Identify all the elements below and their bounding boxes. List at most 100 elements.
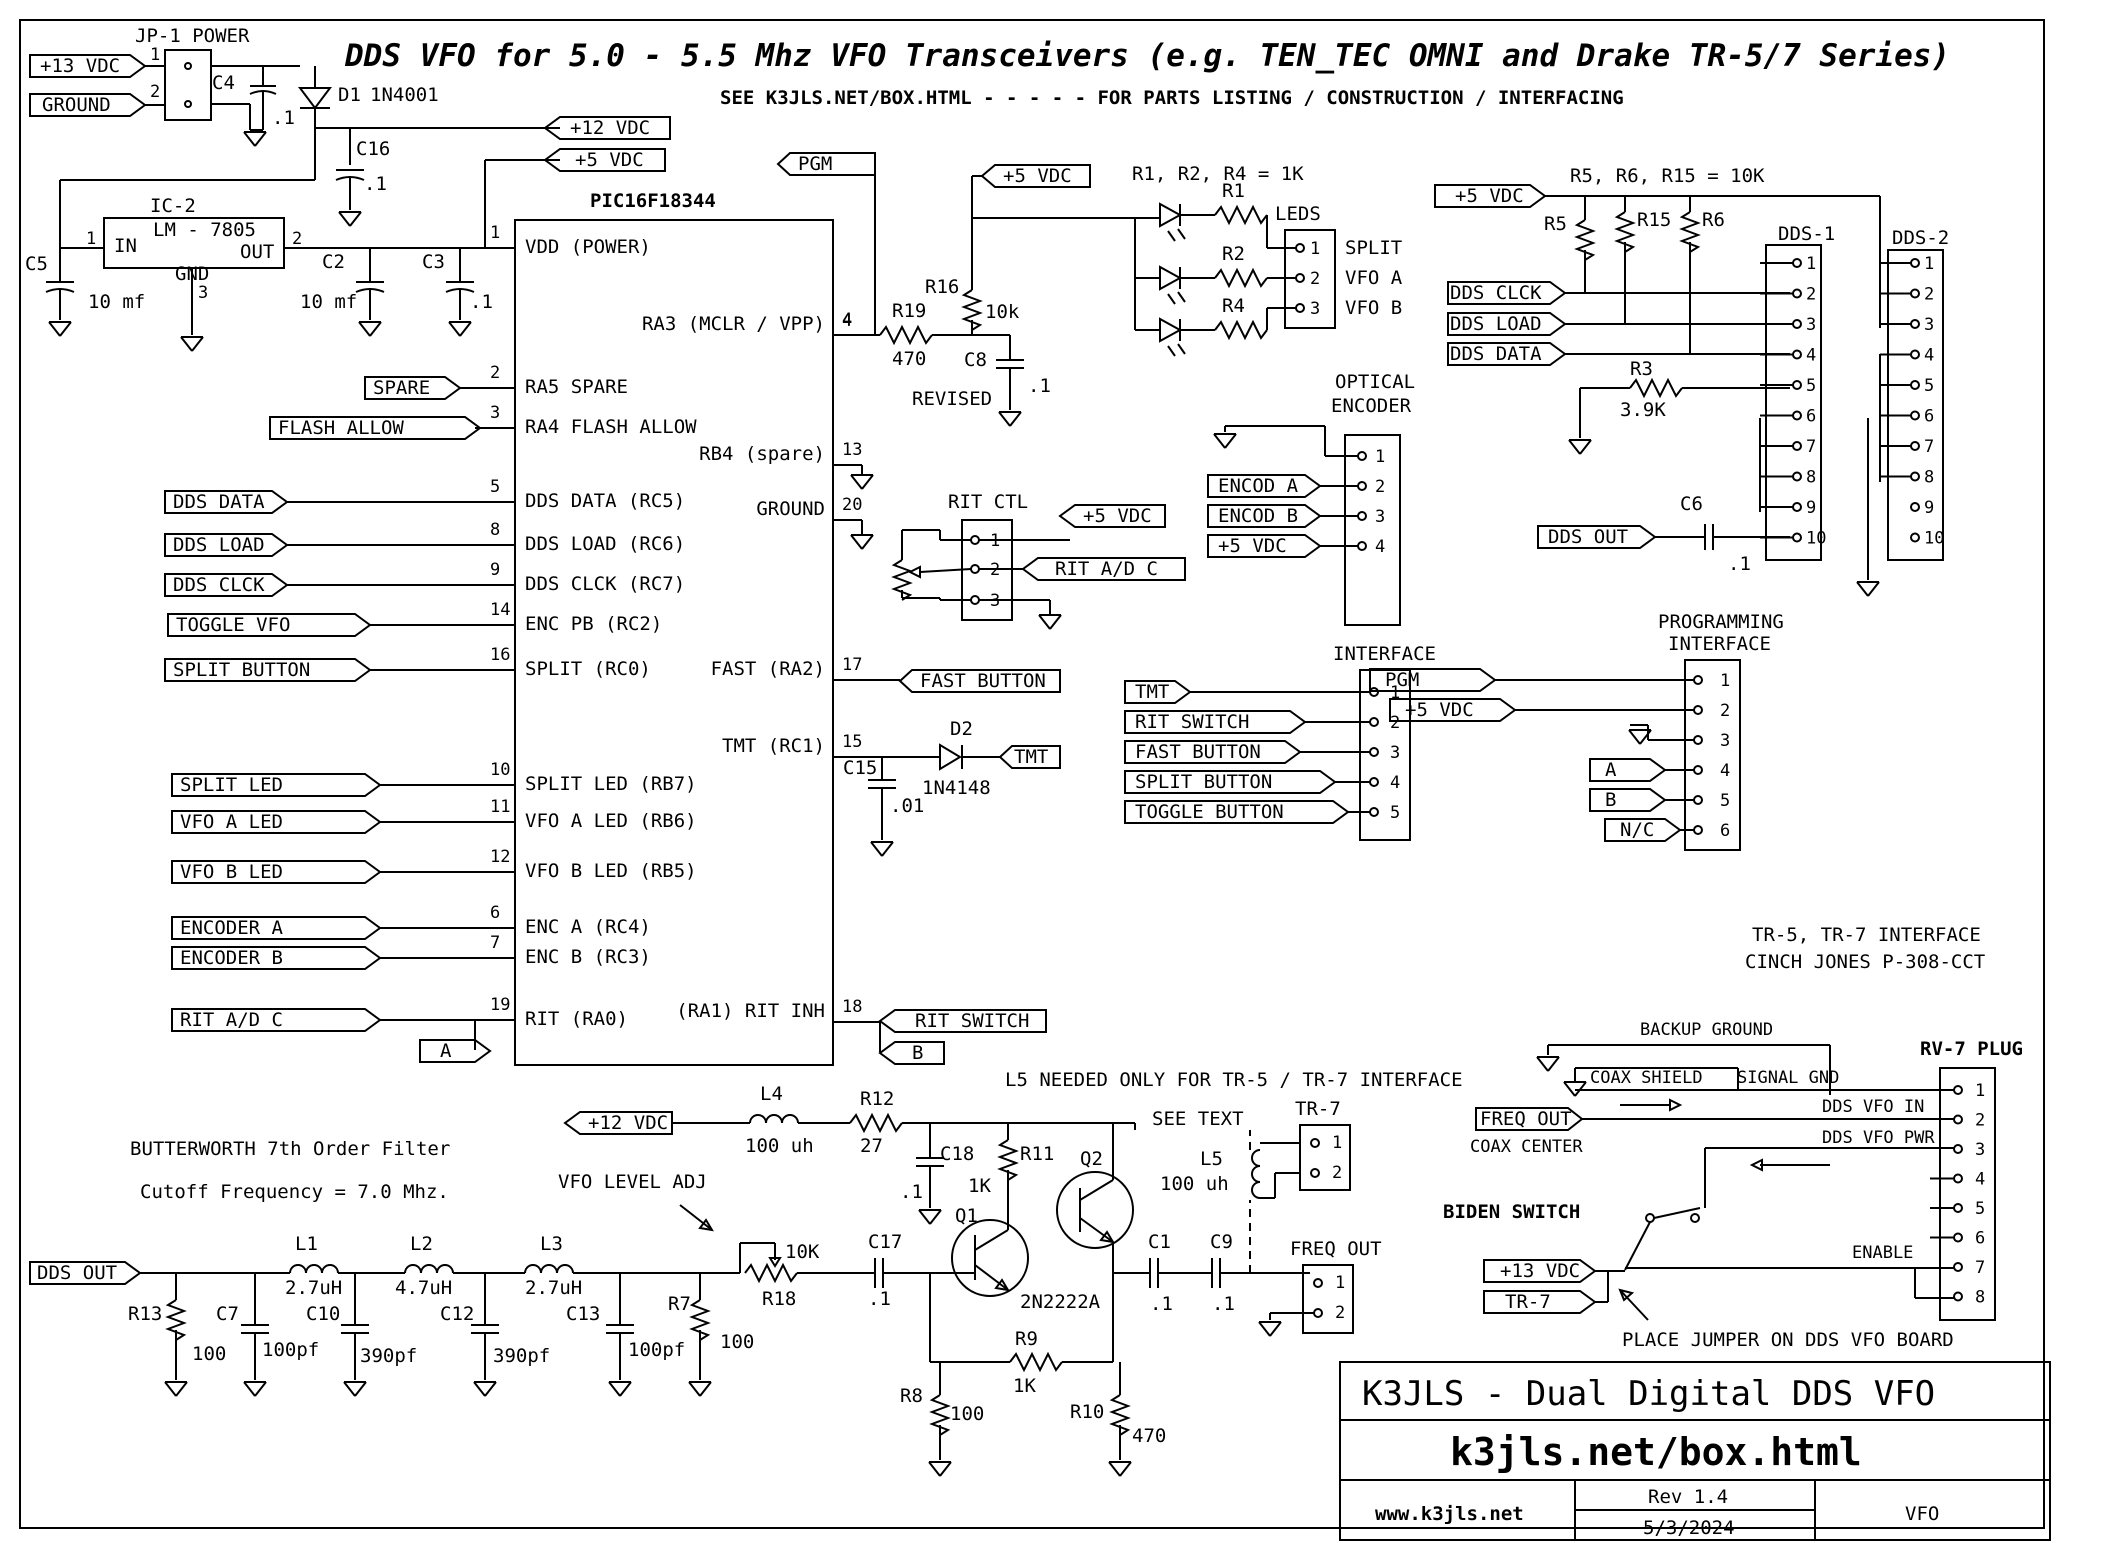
pin-number: 4	[1390, 773, 1400, 793]
pic-pin-label: (RA1) RIT INH	[676, 1000, 825, 1022]
pic-pin-number: 9	[490, 560, 500, 580]
label: DDS CLCK	[1450, 282, 1542, 304]
label: 100 uh	[1160, 1173, 1229, 1195]
signal-flag	[171, 1008, 382, 1032]
label: C18	[940, 1143, 974, 1165]
label: 4	[842, 311, 852, 331]
label: L5	[1200, 1148, 1223, 1170]
signal-flag-label: SPLIT LED	[180, 774, 283, 796]
label: DDS LOAD	[1450, 313, 1542, 335]
label: 1N4148	[922, 777, 991, 799]
label: R13	[128, 1303, 162, 1325]
pin-number: 2	[1720, 701, 1730, 721]
label: 27	[860, 1135, 883, 1157]
amplifier-section: VFO LEVEL ADJ 10K R18 C17 .1 +12 VDC L4 …	[558, 1069, 1463, 1477]
label: FREQ OUT	[1290, 1238, 1382, 1260]
label: R16	[925, 276, 959, 298]
label: R15	[1637, 209, 1671, 231]
pin-number: 3	[1310, 299, 1320, 319]
label: RIT A/D C	[1055, 558, 1158, 580]
pic-pin-label: TMT (RC1)	[722, 735, 825, 757]
signal-flag-label: RIT A/D C	[180, 1009, 283, 1031]
pic-pin-label: SPLIT (RC0)	[525, 658, 651, 680]
pin-number: 1	[1375, 447, 1385, 467]
pin-number: 5	[1975, 1199, 1985, 1219]
label: C4	[212, 72, 235, 94]
label: R9	[1015, 1328, 1038, 1350]
label: .1	[900, 1181, 923, 1203]
label: SEE TEXT	[1152, 1108, 1244, 1130]
label: 470	[1132, 1425, 1166, 1447]
label: INTERFACE	[1668, 633, 1771, 655]
pic-pin-number: 11	[490, 797, 510, 817]
pin-number: 7	[1806, 437, 1816, 457]
label: 470	[892, 348, 926, 370]
signal-flag-label: VFO A LED	[180, 811, 283, 833]
label: 390pf	[493, 1345, 550, 1367]
pic-pin-number: 14	[490, 600, 510, 620]
label: CINCH JONES P-308-CCT	[1745, 951, 1985, 973]
pic-pin-label: RA4 FLASH ALLOW	[525, 416, 697, 438]
signal-flag	[364, 376, 462, 400]
label: 390pf	[360, 1345, 417, 1367]
filter-section: BUTTERWORTH 7th Order Filter Cutoff Freq…	[29, 1138, 754, 1397]
label: Q1	[955, 1205, 978, 1227]
label: 3.9K	[1620, 399, 1666, 421]
signal-flag-label: SPARE	[373, 377, 430, 399]
label: 10 mf	[300, 291, 357, 313]
block-rev: Rev 1.4	[1648, 1486, 1728, 1508]
pic-pin-label: FAST (RA2)	[711, 658, 825, 680]
signal-flag-label: DDS LOAD	[173, 534, 265, 556]
label: 10K	[785, 1241, 820, 1263]
signal-flag-label: ENCOD A	[1218, 475, 1299, 497]
pin-number: 2	[1375, 477, 1385, 497]
label: 100pf	[628, 1339, 685, 1361]
signal-flag	[269, 416, 482, 440]
label: .1	[868, 1288, 891, 1310]
label: +13 VDC	[40, 55, 120, 77]
label: OPTICAL	[1335, 371, 1415, 393]
pic-pin-number: 4	[842, 310, 852, 330]
pin-number: 4	[1720, 761, 1730, 781]
pin-number: 2	[1924, 285, 1934, 305]
label: L5 NEEDED ONLY FOR TR-5 / TR-7 INTERFACE	[1005, 1069, 1463, 1091]
signal-flag-label: ENCODER B	[180, 947, 283, 969]
signal-flag-label: TOGGLE BUTTON	[1135, 801, 1284, 823]
label: R11	[1020, 1143, 1054, 1165]
label: 10 mf	[88, 291, 145, 313]
label: R6	[1702, 209, 1725, 231]
signal-flag-label: A	[440, 1040, 452, 1062]
pin-number: 1	[1310, 239, 1320, 259]
label: ENCODER	[1331, 395, 1412, 417]
pic-pin-number: 15	[842, 732, 862, 752]
diagram-title: DDS VFO for 5.0 - 5.5 Mhz VFO Transceive…	[344, 38, 1950, 74]
pic-pin-number: 2	[490, 363, 500, 383]
signal-flag	[164, 533, 289, 557]
signal-flag-label: PGM	[1385, 669, 1419, 691]
diagram-subtitle: SEE K3JLS.NET/BOX.HTML - - - - - FOR PAR…	[720, 87, 1624, 109]
label: R12	[860, 1088, 894, 1110]
signal-flag-label: A	[1605, 759, 1617, 781]
signal-flag	[164, 658, 372, 682]
pic-pin-number: 19	[490, 995, 510, 1015]
pin-number: 8	[1806, 468, 1816, 488]
label: RIT SWITCH	[915, 1010, 1029, 1032]
pin-number: 7	[1924, 437, 1934, 457]
label: TMT	[1014, 746, 1048, 768]
label: 1K	[1013, 1375, 1036, 1397]
label: 1K	[968, 1175, 991, 1197]
block-date: 5/3/2024	[1643, 1517, 1735, 1539]
label: 1	[1332, 1133, 1342, 1153]
pin-number: 8	[1924, 468, 1934, 488]
label: R18	[762, 1288, 796, 1310]
label: TR-7	[1505, 1291, 1551, 1313]
signal-flag	[171, 946, 382, 970]
pic-pin-number: 16	[490, 645, 510, 665]
label: C10	[306, 1303, 340, 1325]
pic-pin-label: ENC B (RC3)	[525, 946, 651, 968]
signal-flag-label: SPLIT BUTTON	[1135, 771, 1272, 793]
pic-pin-number: 3	[490, 403, 500, 423]
